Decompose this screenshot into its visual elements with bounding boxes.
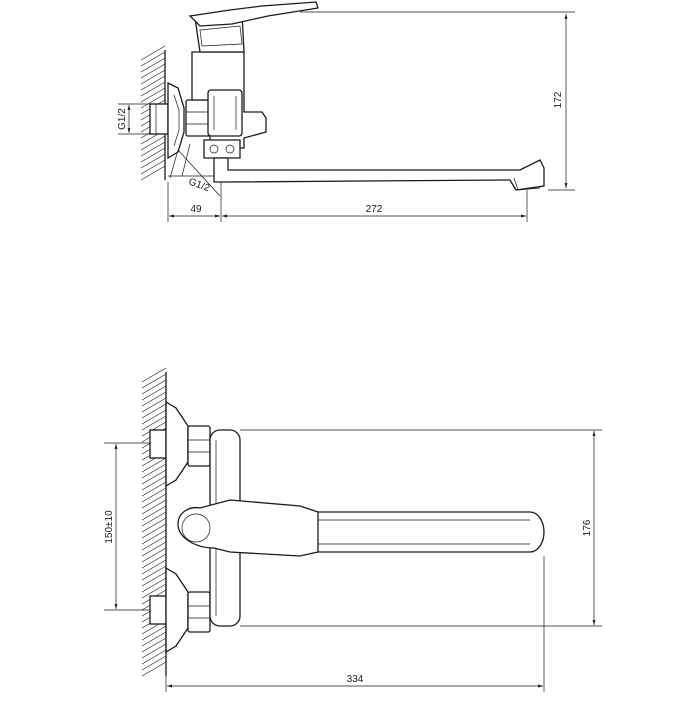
hatch-line — [141, 559, 167, 575]
hatch-line — [140, 141, 166, 157]
hatch-line — [140, 153, 166, 169]
inlet-nipple — [149, 103, 169, 135]
hatch-line — [141, 409, 167, 425]
hex-nut-side — [185, 99, 211, 137]
hatch-line — [140, 159, 166, 175]
hatch-line — [141, 517, 167, 533]
dim-reach-side: 49 272 — [167, 182, 528, 222]
lever-handle-front — [177, 499, 319, 557]
dim-150-label: 150±10 — [104, 510, 115, 544]
hatch-line — [141, 493, 167, 509]
hatch-line — [140, 63, 166, 79]
wall-hatch-bottom — [141, 367, 167, 677]
hatch-line — [141, 499, 167, 515]
hatch-line — [140, 51, 166, 67]
dim-center-distance: 150±10 — [104, 442, 150, 611]
hatch-line — [141, 403, 167, 419]
lever-handle-side — [188, 1, 319, 53]
hatch-line — [141, 523, 167, 539]
dim-thread-inlet: G1/2 — [117, 103, 150, 135]
hatch-line — [141, 457, 167, 473]
hatch-line — [141, 505, 167, 521]
hatch-line — [140, 81, 166, 97]
hatch-line — [141, 391, 167, 407]
hatch-line — [141, 511, 167, 527]
hatch-line — [141, 463, 167, 479]
hatch-line — [141, 547, 167, 563]
hatch-line — [140, 45, 166, 61]
hatch-line — [141, 571, 167, 587]
hatch-line — [140, 87, 166, 103]
hatch-line — [141, 655, 167, 671]
hatch-line — [141, 625, 167, 641]
hatch-line — [141, 367, 167, 383]
hatch-line — [140, 147, 166, 163]
thread-inlet-label: G1/2 — [117, 108, 128, 130]
hatch-line — [141, 379, 167, 395]
hatch-line — [141, 481, 167, 497]
hatch-line — [140, 75, 166, 91]
dim-176-label: 176 — [582, 519, 593, 536]
front-view: 150±10 176 334 — [104, 367, 602, 692]
inlet-tail — [168, 143, 214, 179]
hatch-line — [141, 397, 167, 413]
dim-334-label: 334 — [347, 674, 364, 685]
hatch-line — [141, 529, 167, 545]
dim-49-label: 49 — [190, 204, 202, 215]
hatch-line — [141, 643, 167, 659]
upper-inlet — [149, 400, 211, 488]
lower-inlet — [149, 566, 211, 654]
hatch-line — [141, 541, 167, 557]
dim-height-side: 172 — [300, 11, 575, 191]
hatch-line — [141, 487, 167, 503]
hatch-line — [141, 583, 167, 599]
hatch-line — [140, 69, 166, 85]
dim-height-front: 176 — [240, 429, 602, 627]
hatch-line — [141, 421, 167, 437]
hatch-line — [141, 577, 167, 593]
wall-flange-side — [167, 81, 185, 160]
hatch-line — [141, 631, 167, 647]
dim-total-width: 334 — [165, 556, 545, 692]
hatch-line — [141, 415, 167, 431]
hatch-line — [141, 385, 167, 401]
thread-outlet-label: G1/2 — [187, 176, 212, 194]
hatch-line — [141, 553, 167, 569]
dim-172-label: 172 — [553, 91, 564, 108]
hatch-line — [140, 165, 166, 181]
hatch-line — [141, 475, 167, 491]
hatch-line — [140, 135, 166, 151]
hatch-line — [141, 373, 167, 389]
hatch-line — [140, 57, 166, 73]
hatch-line — [141, 535, 167, 551]
hatch-line — [141, 469, 167, 485]
side-view: 172 49 272 G1/2 G1/2 — [117, 1, 575, 222]
hatch-line — [141, 661, 167, 677]
hatch-line — [141, 565, 167, 581]
spout-swivel — [203, 139, 241, 159]
spout-side — [213, 157, 545, 191]
dim-272-label: 272 — [366, 204, 383, 215]
hatch-line — [140, 93, 166, 109]
spout-front — [299, 511, 545, 553]
hatch-line — [141, 637, 167, 653]
mixer-body-side — [191, 51, 267, 149]
hatch-line — [141, 649, 167, 665]
